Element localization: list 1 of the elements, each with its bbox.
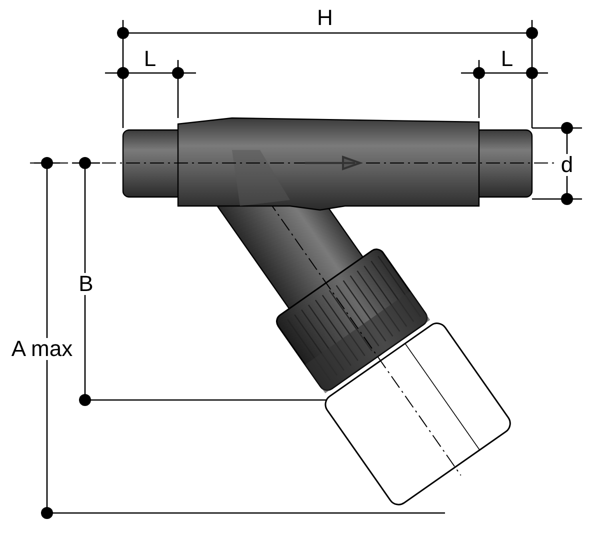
dimension-label: A max <box>9 338 75 360</box>
